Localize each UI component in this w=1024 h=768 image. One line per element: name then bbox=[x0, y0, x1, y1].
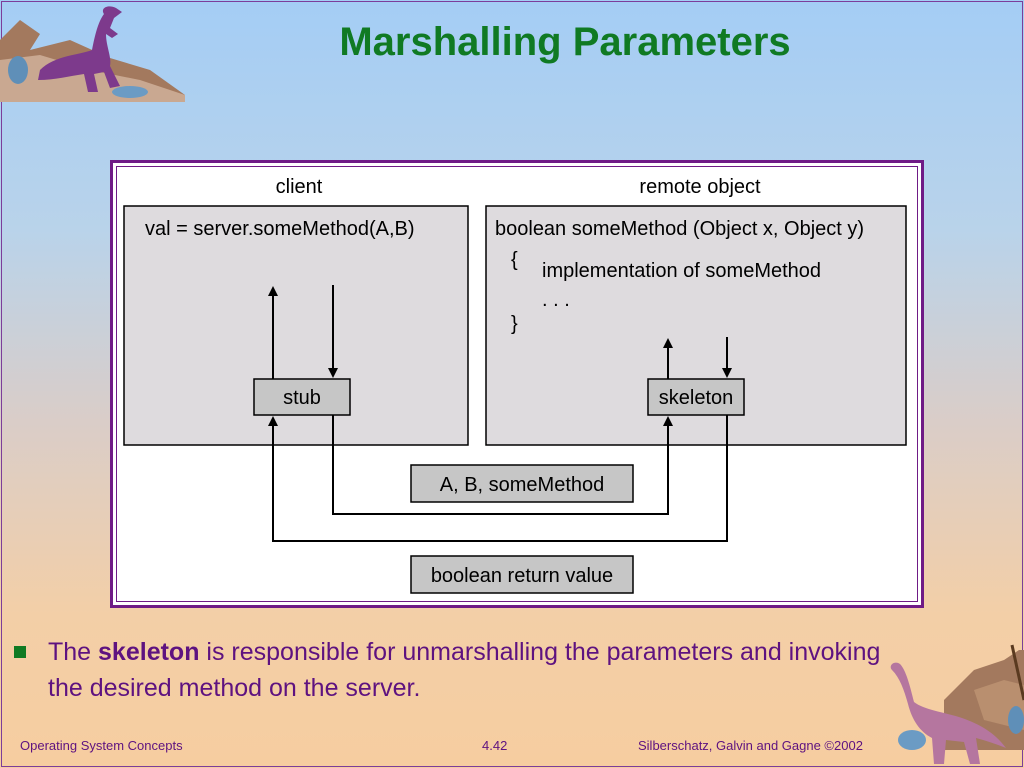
parameters-message-label: A, B, someMethod bbox=[440, 474, 605, 496]
return-value-path bbox=[268, 415, 728, 542]
client-call-text: val = server.someMethod(A,B) bbox=[145, 218, 415, 240]
remote-object-label: remote object bbox=[639, 176, 761, 198]
bullet-item: The skeleton is responsible for unmarsha… bbox=[14, 634, 894, 706]
parameters-path bbox=[332, 415, 673, 515]
footer-page-number: 4.42 bbox=[482, 738, 508, 753]
dinosaur-illustration-bottom-right bbox=[890, 644, 1024, 764]
ellipsis-text: . . . bbox=[542, 289, 570, 311]
bullet-square-icon bbox=[14, 646, 26, 658]
return-message-label: boolean return value bbox=[431, 565, 613, 587]
stub-label: stub bbox=[283, 387, 321, 409]
parameters-message-box bbox=[410, 464, 634, 503]
skeleton-box bbox=[647, 378, 745, 416]
stub-box bbox=[253, 378, 351, 416]
footer-right: Silberschatz, Galvin and Gagne ©2002 bbox=[638, 738, 863, 753]
bullet-emphasis: skeleton bbox=[98, 638, 200, 666]
method-signature-text: boolean someMethod (Object x, Object y) bbox=[495, 218, 864, 240]
client-label: client bbox=[276, 176, 323, 198]
open-brace: { bbox=[511, 249, 518, 271]
return-message-box bbox=[410, 555, 634, 594]
bullet-prefix: The bbox=[48, 638, 99, 666]
bullet-rest: is responsible for unmarshalling the par… bbox=[48, 638, 881, 702]
marshalling-diagram: client remote object val = server.someMe… bbox=[123, 176, 907, 594]
implementation-text: implementation of someMethod bbox=[542, 260, 821, 282]
skeleton-label: skeleton bbox=[659, 387, 734, 409]
bullet-text: The skeleton is responsible for unmarsha… bbox=[48, 634, 894, 706]
page-title: Marshalling Parameters bbox=[339, 20, 791, 64]
dinosaur-illustration-top-left bbox=[0, 6, 185, 102]
footer-left: Operating System Concepts bbox=[20, 738, 183, 753]
close-brace: } bbox=[511, 313, 518, 335]
diagram-frame: client remote object val = server.someMe… bbox=[110, 160, 924, 608]
